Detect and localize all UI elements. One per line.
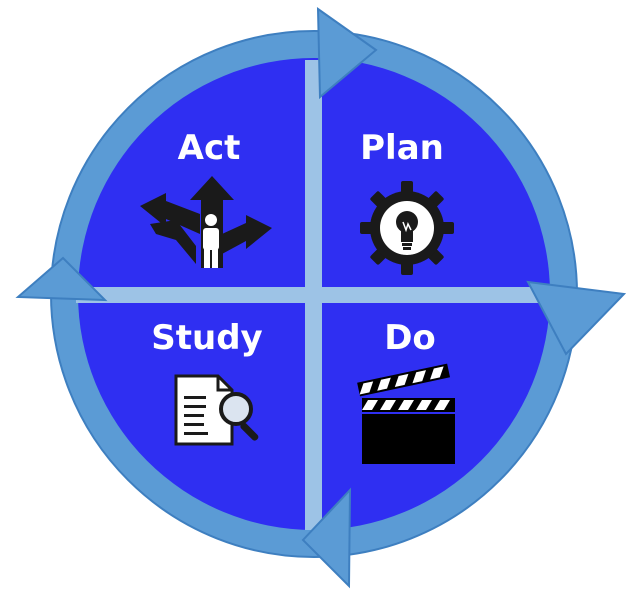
- gear-lightbulb-icon: [360, 181, 454, 275]
- plan-label: Plan: [360, 128, 444, 168]
- horizontal-divider: [76, 287, 556, 303]
- act-label: Act: [178, 128, 241, 168]
- cycle-arrow-bottom: [301, 487, 352, 589]
- clapperboard-icon: [357, 363, 455, 464]
- cycle-arrow-left: [15, 256, 108, 302]
- cycle-arrow-right: [526, 280, 627, 356]
- cycle-arrow-top: [316, 7, 378, 100]
- crossroads-person-icon: [140, 176, 272, 268]
- do-label: Do: [384, 318, 436, 358]
- study-label: Study: [151, 318, 262, 358]
- document-magnifier-icon: [174, 374, 259, 446]
